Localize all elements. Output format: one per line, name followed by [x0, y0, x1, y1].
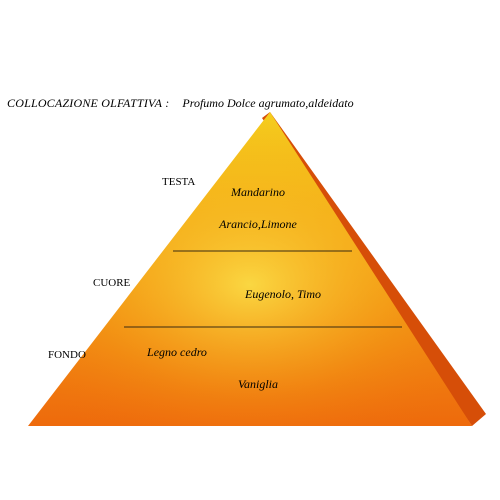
note-testa-1: Mandarino [231, 185, 285, 199]
note-cuore-1: Eugenolo, Timo [244, 287, 322, 301]
note-fondo-1: Legno cedro [147, 345, 207, 359]
level-label-cuore: CUORE [93, 277, 131, 289]
level-label-fondo: FONDO [48, 349, 86, 361]
note-fondo-2: Vaniglia [237, 377, 279, 391]
pyramid-glow [28, 112, 472, 426]
classification-label: COLLOCAZIONE OLFATTIVA : [7, 96, 170, 110]
classification-value: Profumo Dolce agrumato,aldeidato [182, 96, 354, 110]
olfactory-classification: COLLOCAZIONE OLFATTIVA : Profumo Dolce a… [7, 96, 354, 111]
level-label-testa: TESTA [162, 176, 196, 188]
note-testa-2: Arancio,Limone [219, 217, 297, 231]
